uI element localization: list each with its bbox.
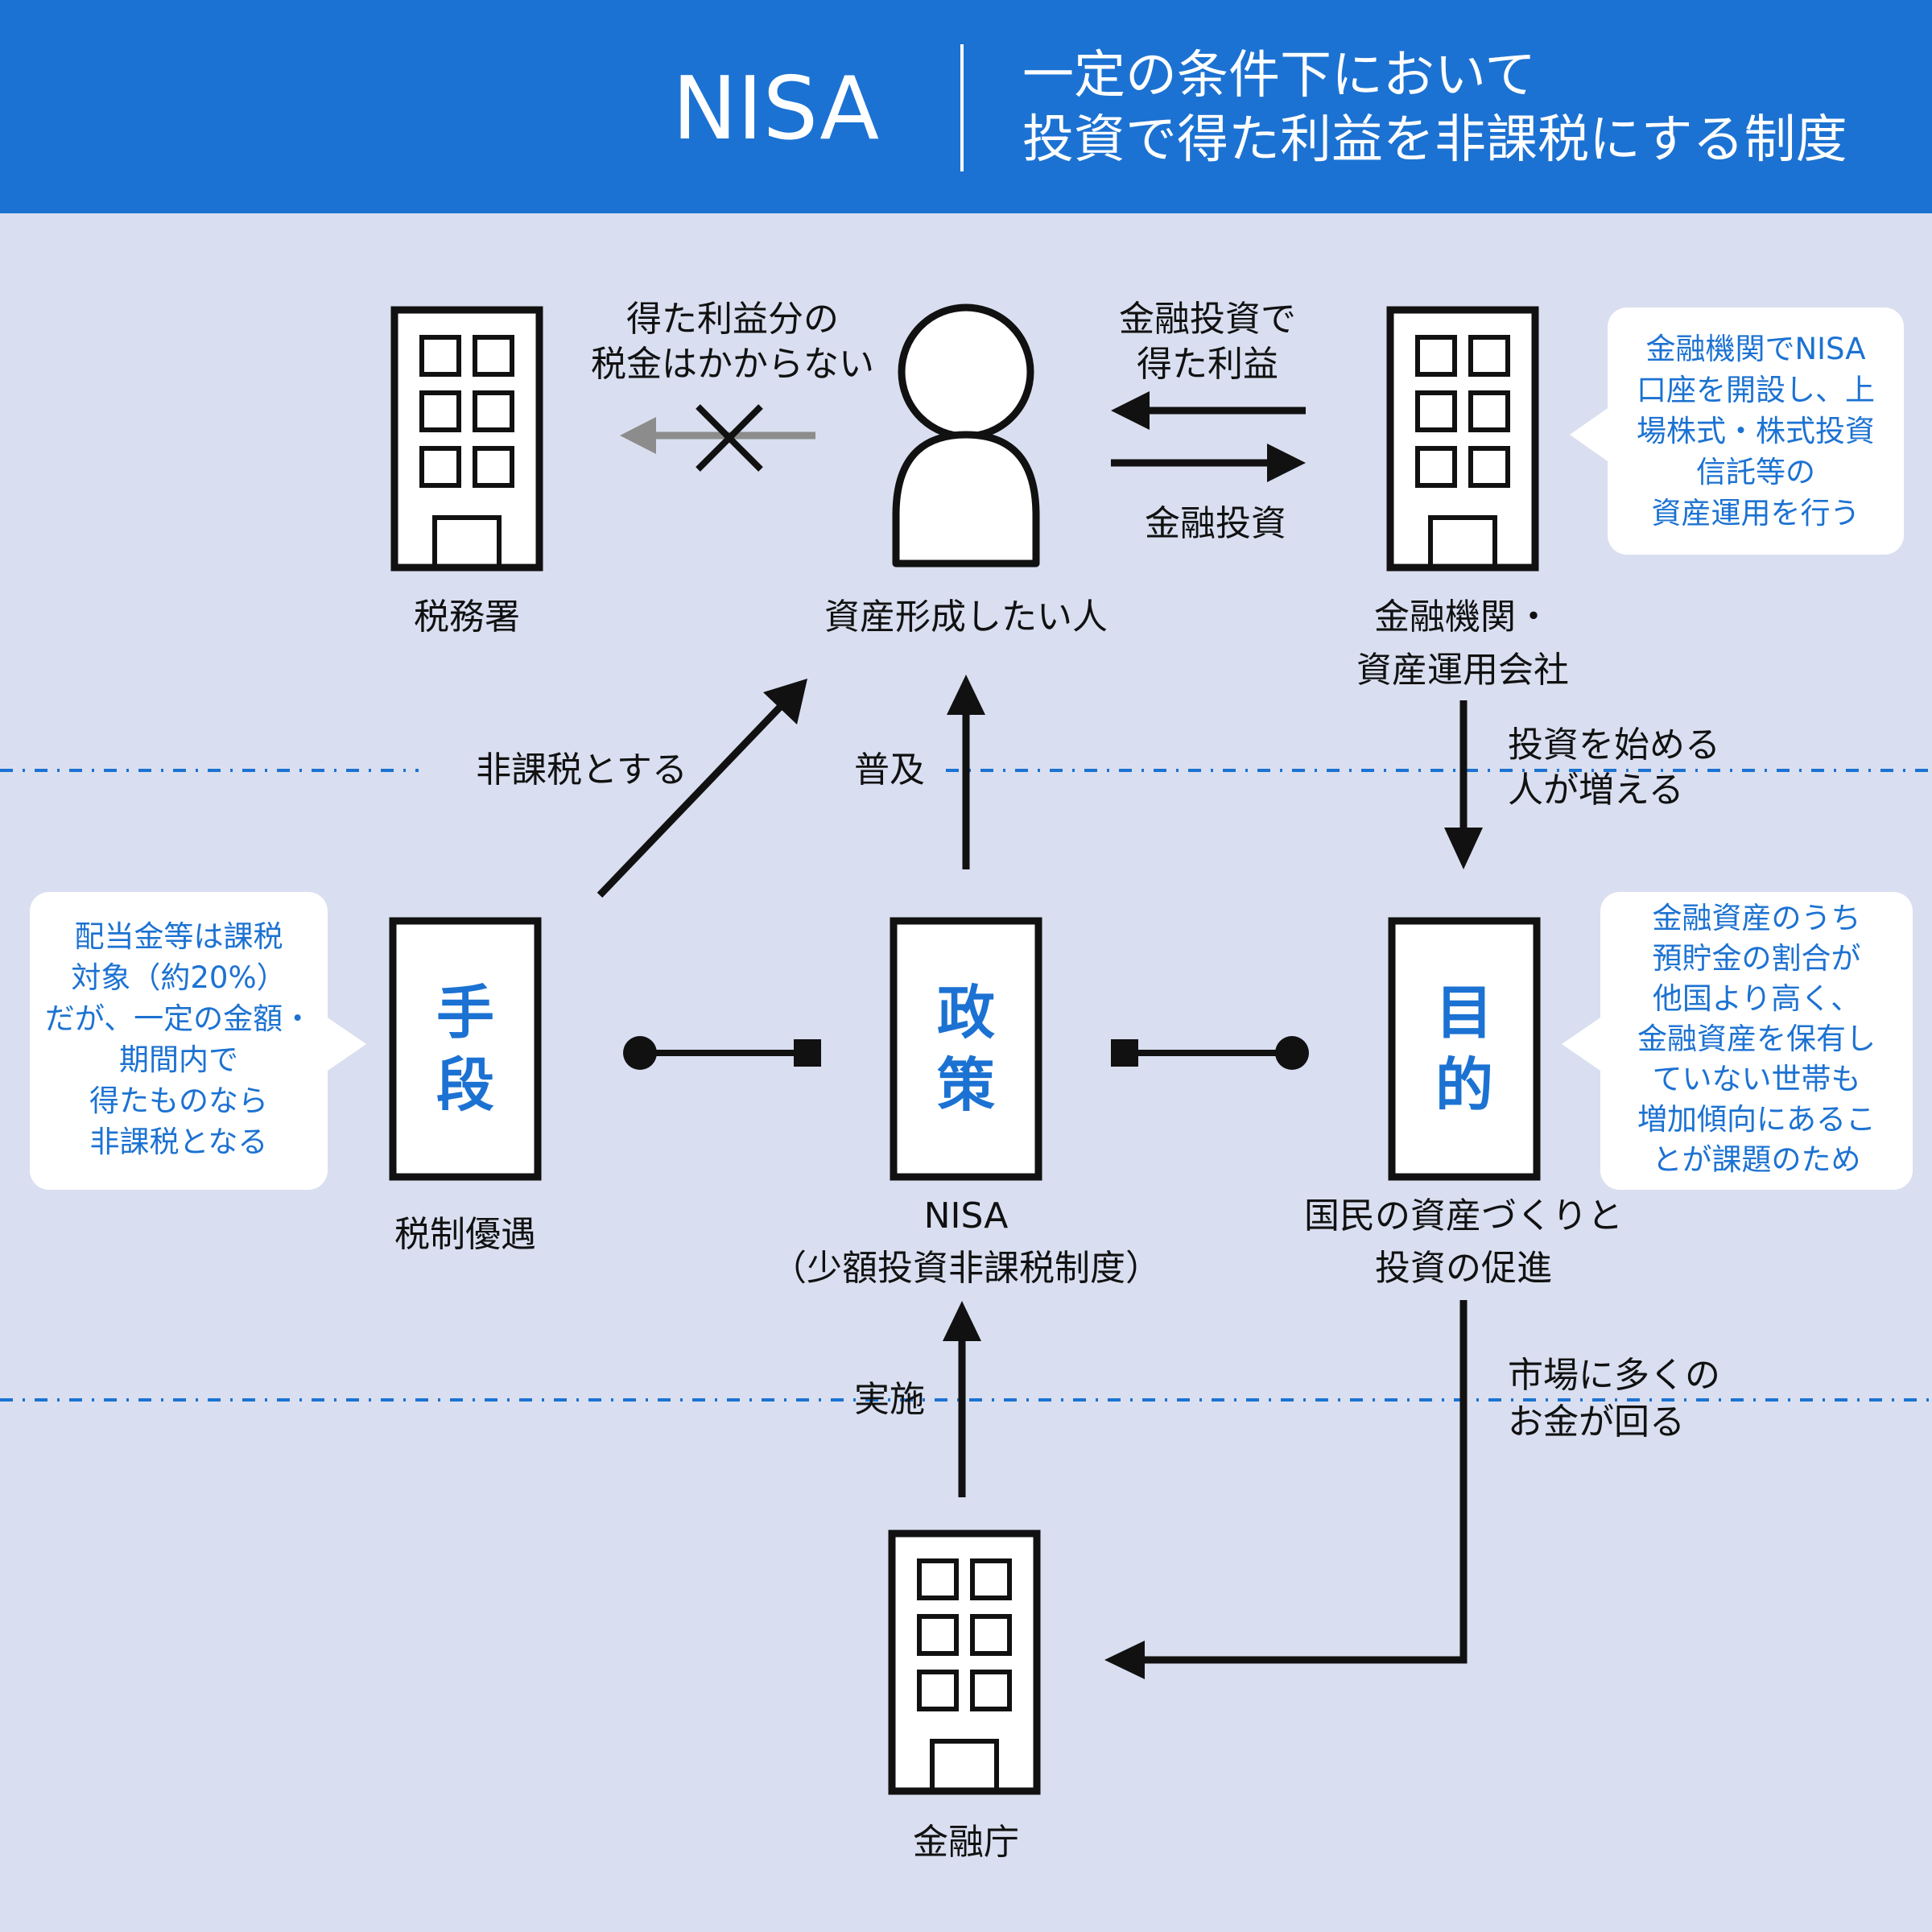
person-icon [892,303,1040,568]
purpose-box [1388,917,1541,1181]
market-money-arrow [1104,1300,1468,1679]
policy-char-2: 策 [936,1051,995,1119]
means-bubble-line: 期間内で [119,1042,238,1077]
purpose-bubble-line: 増加傾向にあるこ [1637,1102,1876,1137]
purpose-bubble-line: 金融資産を保有し [1637,1022,1876,1056]
purpose-label-line2: 投資の促進 [1375,1248,1552,1289]
financial-institution-label-line2: 資産運用会社 [1356,650,1569,691]
policy-char-1: 政 [936,979,995,1046]
profit-label-line2: 得た利益 [1137,344,1278,385]
institution-bubble-line: 金融機関でNISA [1645,332,1866,366]
header-title: NISA [672,59,880,159]
spread-label: 普及 [854,749,925,791]
means-bubble [30,892,366,1190]
means-bubble-line: 得たものなら [89,1084,268,1118]
means-char-1: 手 [436,979,494,1046]
person-label: 資産形成したい人 [824,597,1108,638]
profit-arrow [1111,391,1306,430]
financial-institution-label-line1: 金融機関・ [1374,597,1551,638]
institution-bubble-line: 場株式・株式投資 [1637,414,1875,448]
purpose-bubble-line: 預貯金の割合が [1652,941,1861,976]
institution-bubble [1570,308,1904,555]
more-investors-label-line2: 人が増える [1508,770,1684,811]
connector-policy-purpose [1111,1036,1309,1070]
policy-label-line1: NISA [923,1195,1009,1236]
purpose-bubble [1562,892,1913,1190]
implement-arrow [943,1301,981,1497]
header-banner: NISA 一定の条件下において 投資で得た利益を非課税にする制度 [0,0,1932,213]
market-money-label-line1: 市場に多くの [1508,1355,1720,1396]
building-icon-financial-institution [1386,306,1539,572]
purpose-char-2: 的 [1435,1051,1493,1119]
more-investors-label-line1: 投資を始める [1508,724,1720,766]
policy-label-line2: （少額投資非課税制度） [771,1248,1161,1289]
means-box [389,917,542,1181]
implement-label: 実施 [854,1379,925,1420]
purpose-bubble-line: 他国より高く、 [1652,981,1861,1016]
market-money-label-line2: お金が回る [1508,1402,1685,1443]
header-subtitle-line2: 投資で得た利益を非課税にする制度 [1022,110,1847,170]
building-icon-tax-office [390,306,543,572]
means-bubble-line: 非課税となる [89,1125,268,1159]
purpose-char-1: 目 [1435,979,1493,1046]
no-tax-label-line1: 得た利益分の [626,299,839,340]
purpose-bubble-line: 金融資産のうち [1652,901,1861,935]
institution-bubble-line: 口座を開設し、上 [1637,373,1875,407]
purpose-label-line1: 国民の資産づくりと [1304,1195,1623,1236]
institution-bubble-line: 信託等の [1696,455,1815,489]
fsa-label: 金融庁 [913,1822,1019,1863]
building-icon-fsa [888,1530,1041,1795]
tax-exempt-arrow [597,679,807,898]
header-subtitle-line1: 一定の条件下において [1022,46,1537,105]
means-char-2: 段 [436,1051,494,1119]
means-label: 税制優遇 [394,1214,536,1255]
tax-exempt-label: 非課税とする [476,749,687,791]
investment-arrow [1111,444,1306,482]
means-bubble-line: 対象（約20%） [71,960,287,995]
no-tax-label-line2: 税金はかからない [591,344,874,385]
means-bubble-line: だが、一定の金額・ [44,1001,313,1036]
tax-office-label: 税務署 [414,597,520,638]
spread-arrow [947,675,985,869]
purpose-bubble-line: とが課題のため [1652,1142,1861,1177]
purpose-bubble-line: ていない世帯も [1652,1062,1861,1096]
connector-means-policy [623,1036,821,1070]
header-divider [960,44,964,171]
more-investors-arrow [1444,700,1483,869]
institution-bubble-line: 資産運用を行う [1651,496,1860,530]
cross-icon [696,404,763,472]
policy-box [890,917,1042,1181]
profit-label-line1: 金融投資で [1119,299,1296,340]
investment-label: 金融投資 [1145,503,1286,544]
means-bubble-line: 配当金等は課税 [74,919,283,954]
